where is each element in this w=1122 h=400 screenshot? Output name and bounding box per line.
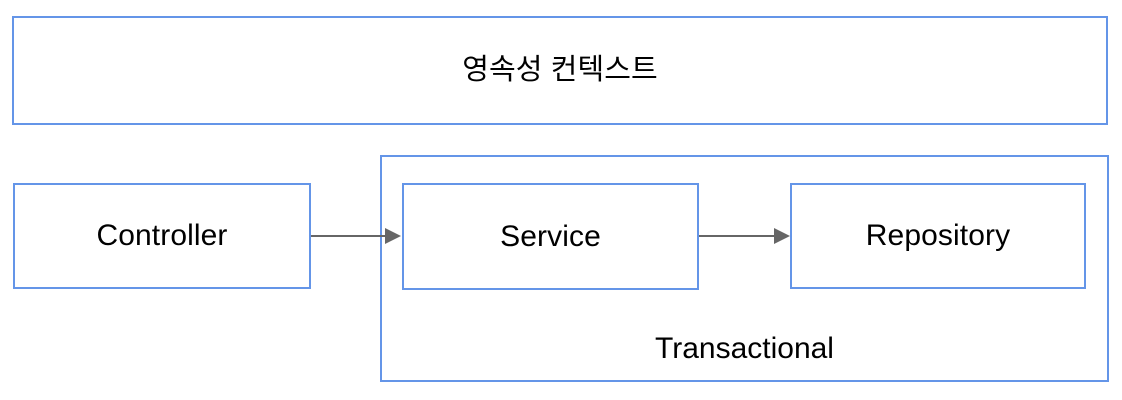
persistence-context-label: 영속성 컨텍스트: [462, 54, 658, 86]
repository-label: Repository: [865, 219, 1011, 252]
controller-box: Controller: [13, 183, 311, 289]
service-label: Service: [500, 219, 601, 253]
repository-box: Repository: [790, 183, 1086, 289]
controller-label: Controller: [96, 219, 228, 252]
persistence-context-box: 영속성 컨텍스트: [12, 16, 1108, 125]
transactional-label: Transactional: [655, 332, 834, 365]
service-box: Service: [402, 183, 699, 290]
